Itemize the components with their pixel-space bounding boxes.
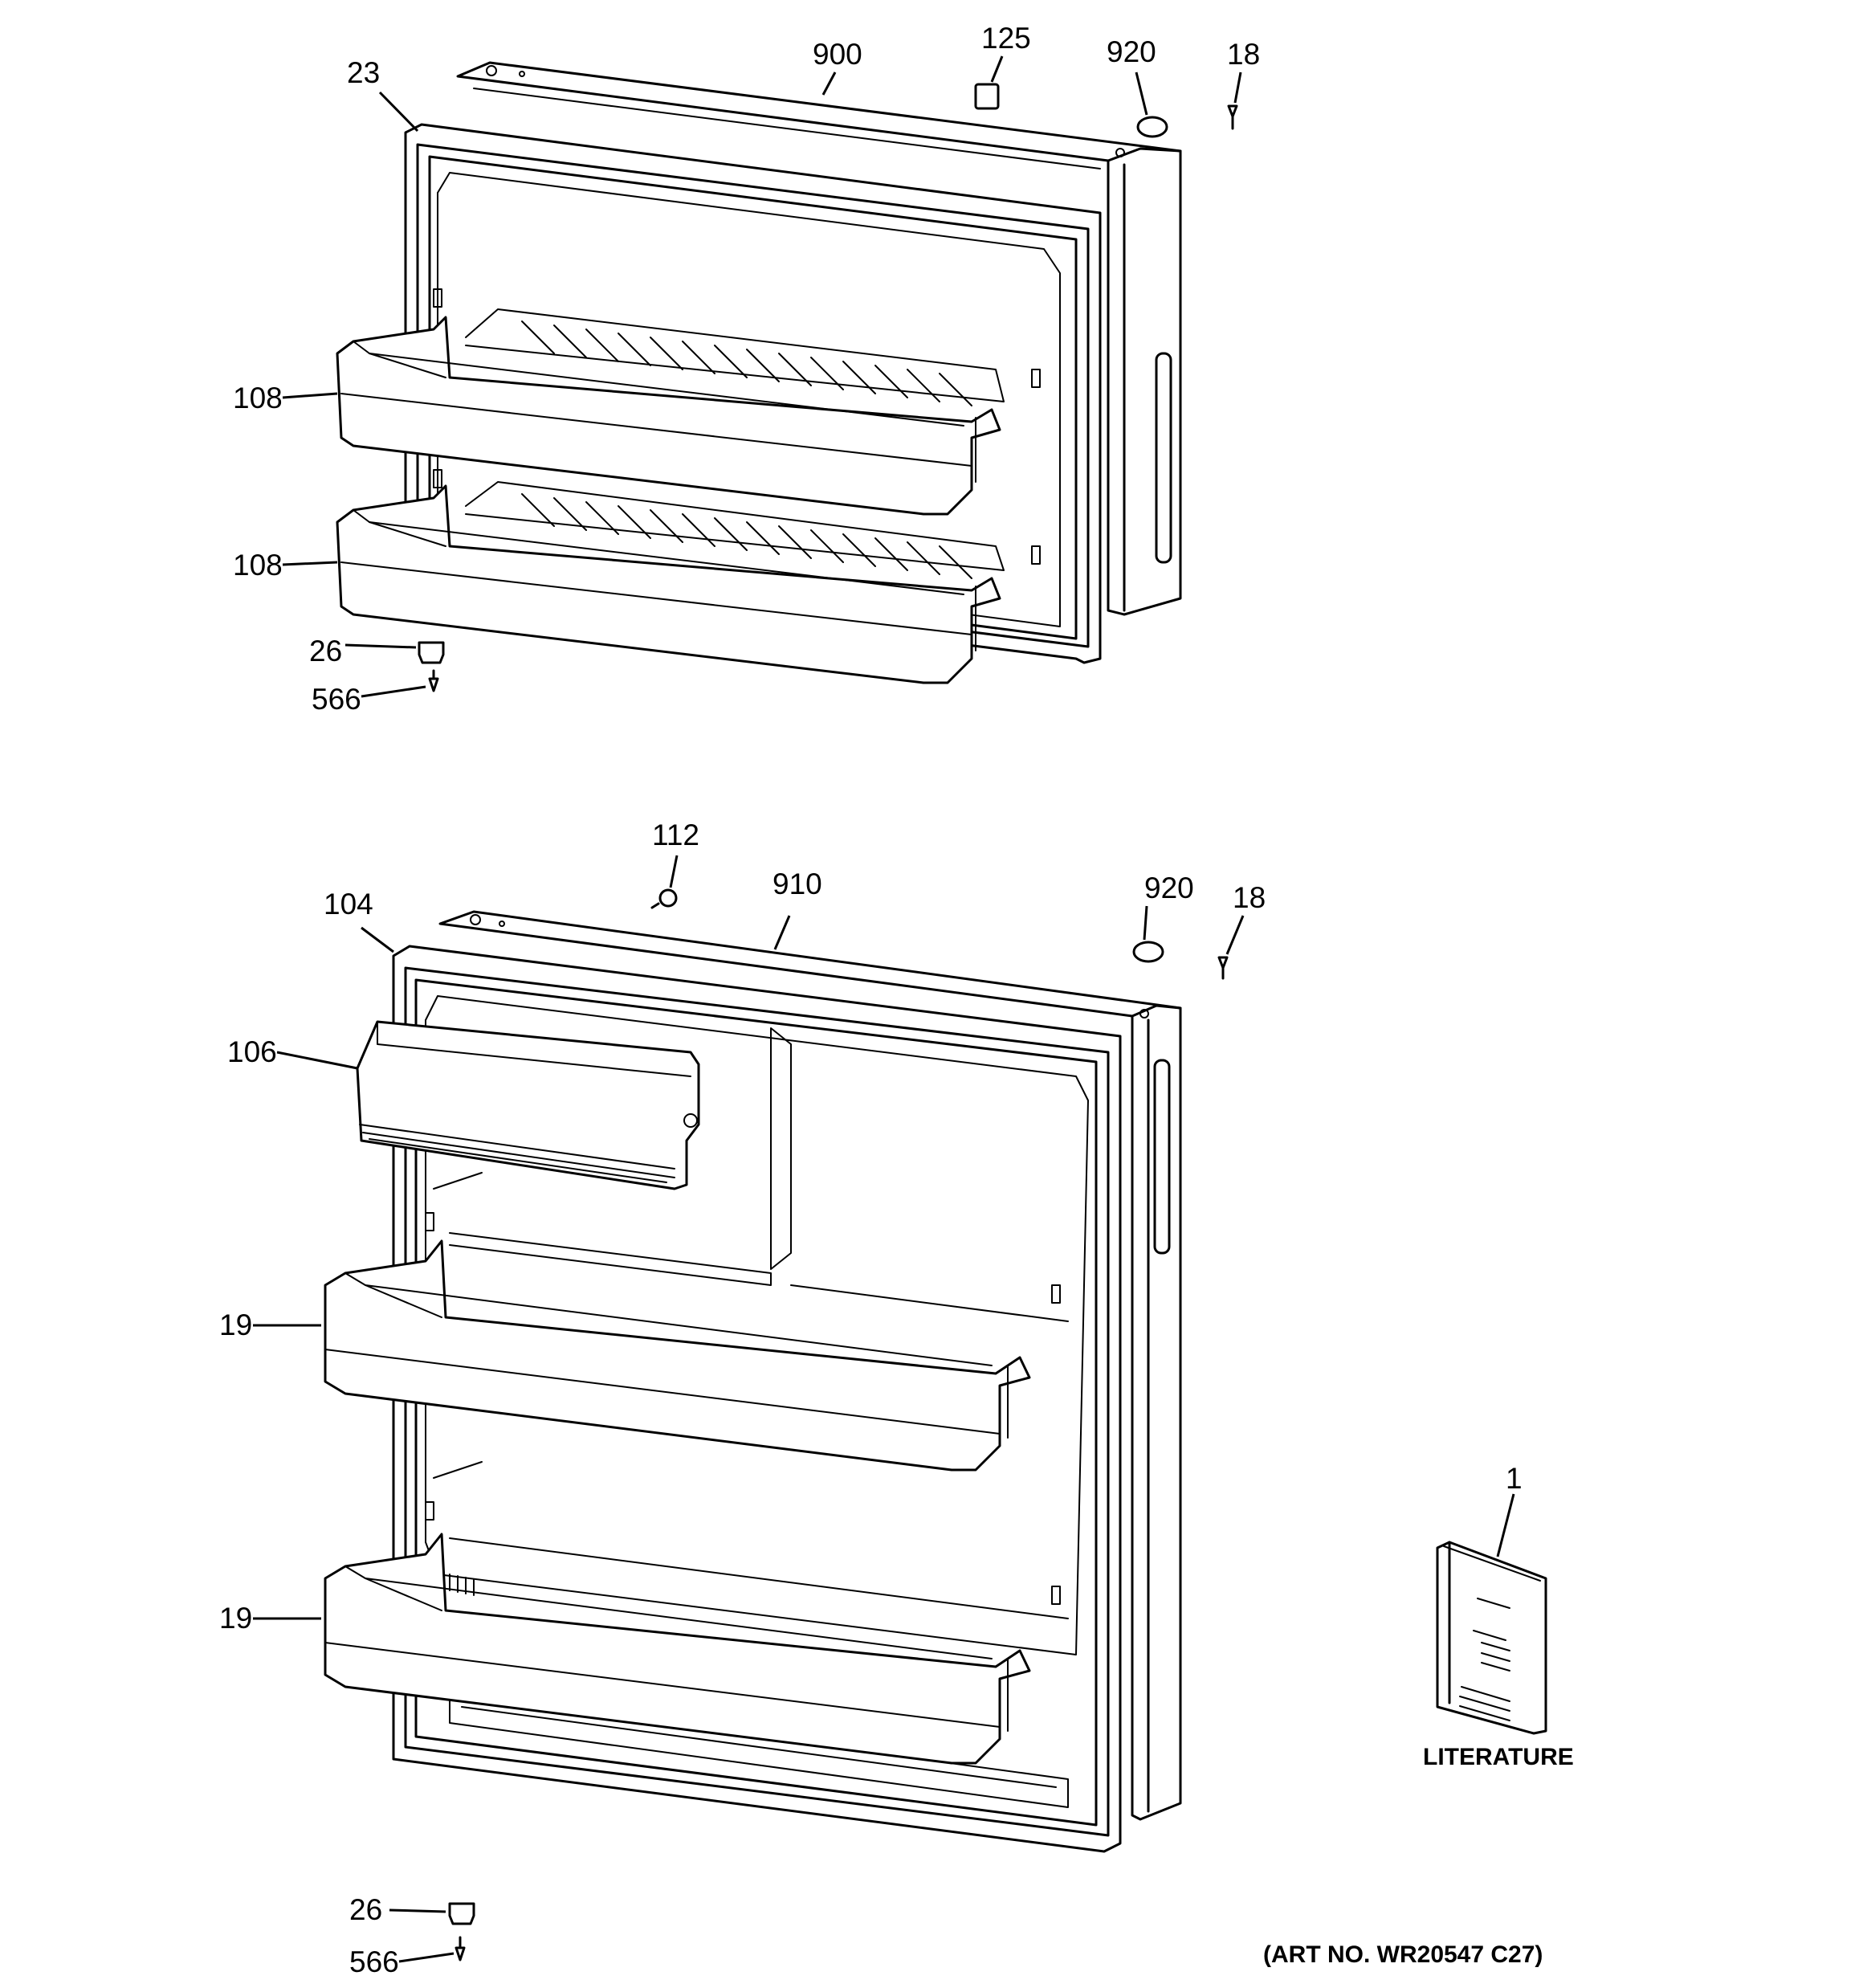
fresh-food-part-18-screw xyxy=(1217,956,1229,980)
fresh-food-part-26-bushing xyxy=(448,1902,475,1925)
label-part-18-top: 18 xyxy=(1227,38,1260,71)
fresh-food-leader-lines xyxy=(253,855,1515,1963)
label-part-104: 104 xyxy=(324,888,373,921)
label-part-920-top: 920 xyxy=(1107,35,1156,68)
label-part-1: 1 xyxy=(1506,1462,1523,1495)
freezer-part-920-plug xyxy=(1136,116,1168,138)
label-part-26-top: 26 xyxy=(309,635,342,667)
literature-caption: LITERATURE xyxy=(1423,1744,1574,1770)
fresh-food-door-shelf-19-upper xyxy=(324,1239,1031,1472)
literature-booklet xyxy=(1436,1541,1547,1735)
label-part-910: 910 xyxy=(773,867,822,900)
fresh-food-part-112-bolt xyxy=(650,888,678,909)
label-part-19-upper: 19 xyxy=(219,1308,252,1341)
label-part-566-top: 566 xyxy=(312,683,361,716)
fresh-food-part-920-plug xyxy=(1132,941,1164,963)
fresh-food-part-566-pin xyxy=(455,1936,466,1961)
art-number: (ART NO. WR20547 C27) xyxy=(1263,1941,1543,1968)
label-part-18-bottom: 18 xyxy=(1233,881,1266,914)
freezer-part-566-pin xyxy=(428,669,439,692)
label-part-566-bottom: 566 xyxy=(349,1945,399,1978)
freezer-outer-door-900 xyxy=(456,61,1182,616)
label-part-900: 900 xyxy=(813,38,862,71)
freezer-door-shelf-108-upper xyxy=(336,316,1001,516)
label-part-23: 23 xyxy=(347,56,380,89)
freezer-part-125-block xyxy=(974,83,1000,110)
fresh-food-outer-door-910 xyxy=(438,910,1182,1821)
label-part-26-bottom: 26 xyxy=(349,1893,382,1926)
fresh-food-door-assembly xyxy=(324,888,1229,1961)
label-part-125: 125 xyxy=(981,22,1031,55)
freezer-door-shelf-108-lower xyxy=(336,484,1001,684)
freezer-leader-lines xyxy=(282,55,1242,698)
label-part-108-lower: 108 xyxy=(233,549,283,582)
freezer-part-18-screw xyxy=(1227,104,1238,130)
freezer-door-liner-gasket-23 xyxy=(404,123,1102,664)
label-part-106: 106 xyxy=(227,1035,277,1068)
freezer-part-26-bushing xyxy=(418,641,445,664)
label-part-920-bottom: 920 xyxy=(1144,872,1194,904)
fresh-food-door-shelf-19-lower xyxy=(324,1533,1031,1765)
freezer-door-assembly xyxy=(336,61,1238,692)
fresh-food-dairy-compartment-106 xyxy=(356,1020,700,1190)
label-part-108-upper: 108 xyxy=(233,382,283,414)
label-part-19-lower: 19 xyxy=(219,1602,252,1635)
label-part-112: 112 xyxy=(652,818,699,851)
